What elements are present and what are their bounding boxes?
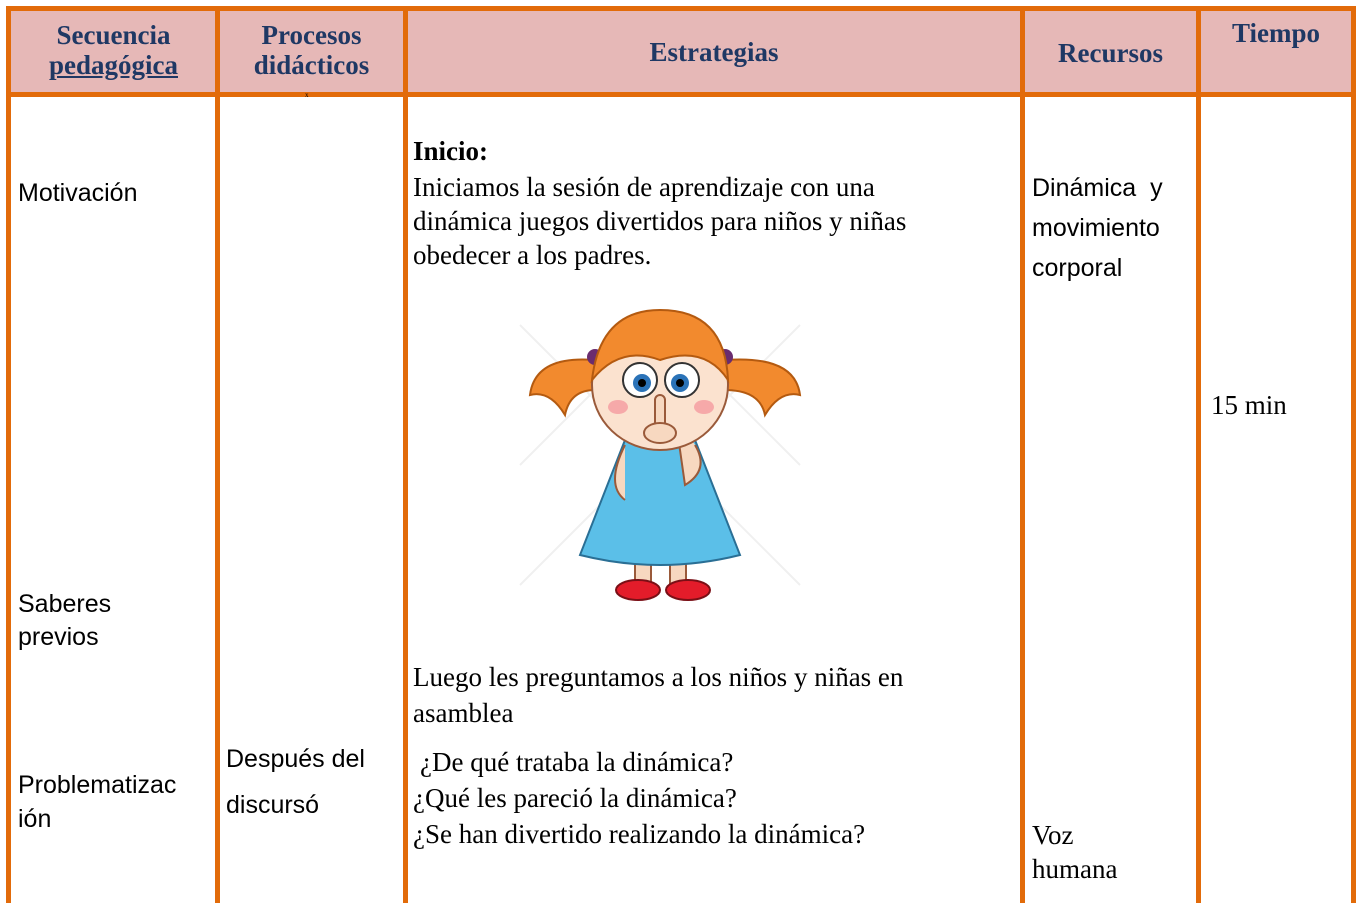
recursos-dinamica-line3: corporal <box>1032 254 1123 282</box>
header-secuencia-line1: Secuencia <box>56 20 171 50</box>
questions-list: ¿De qué trataba la dinámica? ¿Qué les pa… <box>413 744 865 852</box>
header-secuencia: Secuencia pedagógica <box>12 20 215 80</box>
header-procesos-line2: didácticos <box>253 50 370 80</box>
saberes-line1: Saberes <box>18 590 112 618</box>
table-left-border <box>6 6 11 903</box>
tiempo-value: 15 min <box>1211 390 1287 420</box>
inicio-paragraph: Iniciamos la sesión de aprendizaje con u… <box>413 170 906 272</box>
luego-paragraph: Luego les preguntamos a los niños y niña… <box>413 659 903 731</box>
secuencia-motivacion: Motivación <box>18 179 138 207</box>
header-tiempo: Tiempo <box>1231 18 1320 48</box>
problem-line1: Problematizac <box>18 771 177 799</box>
recursos-dinamica-line1: Dinámica y <box>1032 174 1163 202</box>
header-secuencia-line2: pedagógica <box>48 50 178 80</box>
question-1: ¿De qué trataba la dinámica? <box>420 747 734 777</box>
header-recursos: Recursos <box>1058 38 1163 68</box>
column-divider-4 <box>1196 6 1201 903</box>
table-top-border <box>8 6 1355 11</box>
inicio-line-3: obedecer a los padres. <box>413 240 652 270</box>
header-row-background <box>8 8 1355 94</box>
question-2: ¿Qué les pareció la dinámica? <box>413 783 737 813</box>
problem-line2: ión <box>18 805 52 833</box>
header-bottom-border <box>8 92 1355 97</box>
stray-mark: x <box>305 91 309 99</box>
table-right-border <box>1351 6 1356 903</box>
despues-line2: discursó <box>226 791 320 819</box>
despues-line1: Después del <box>226 745 365 773</box>
luego-line-1: Luego les preguntamos a los niños y niña… <box>413 662 904 692</box>
recursos-dinamica: Dinámica y movimiento corporal <box>1032 168 1163 288</box>
saberes-line2: previos <box>18 623 99 651</box>
column-divider-1 <box>215 6 220 903</box>
inicio-title: Inicio: <box>413 136 489 166</box>
recursos-dinamica-line2: movimiento <box>1032 214 1160 242</box>
secuencia-problematizacion: Problematizac ión <box>18 768 176 836</box>
luego-line-2: asamblea <box>413 698 514 728</box>
inicio-line-1: Iniciamos la sesión de aprendizaje con u… <box>413 172 875 202</box>
question-3: ¿Se han divertido realizando la dinámica… <box>413 819 866 849</box>
recursos-voz-humana: Voz humana <box>1032 818 1117 886</box>
column-divider-2 <box>403 6 408 903</box>
header-procesos-line1: Procesos <box>261 20 362 50</box>
inicio-line-2: dinámica juegos divertidos para niños y … <box>413 206 907 236</box>
procesos-despues-del-discurso: Después del discursó <box>226 736 365 828</box>
recursos-voz-line2: humana <box>1032 854 1118 884</box>
girl-shush-illustration <box>519 308 802 601</box>
column-divider-3 <box>1020 6 1025 903</box>
secuencia-saberes-previos: Saberes previos <box>18 588 111 654</box>
recursos-voz-line1: Voz <box>1032 820 1074 850</box>
header-procesos: Procesos didácticos <box>220 20 403 80</box>
header-estrategias: Estrategias <box>649 37 779 67</box>
